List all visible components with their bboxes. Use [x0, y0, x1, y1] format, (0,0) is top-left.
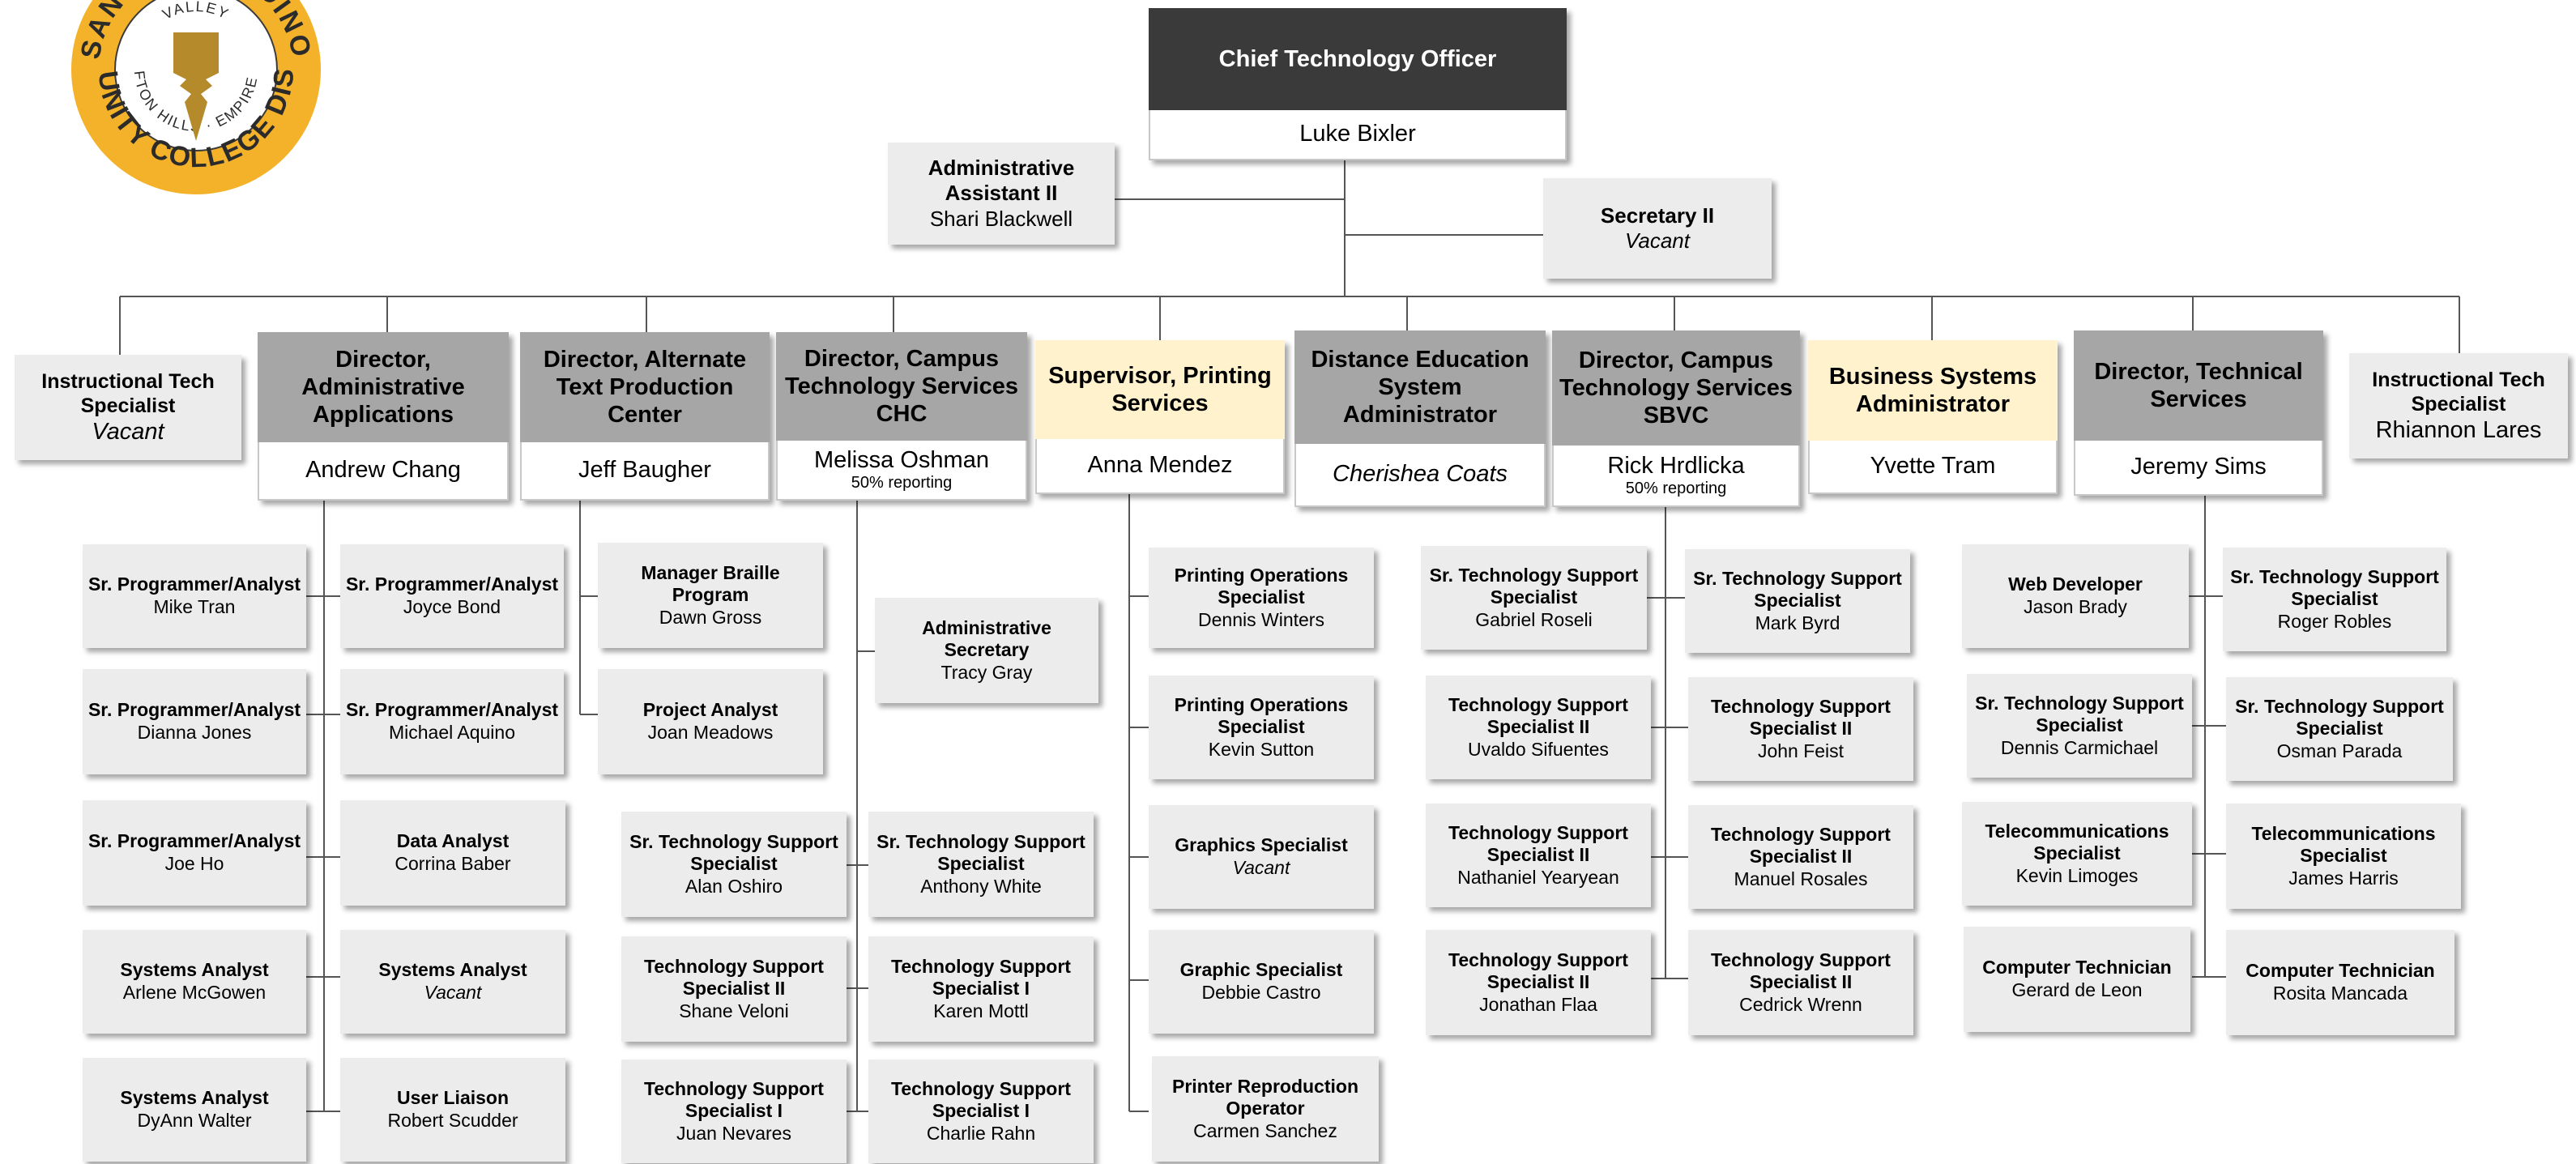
- head-admin-applications: Director, Administrative Applications An…: [258, 332, 509, 501]
- cto-title: Chief Technology Officer: [1149, 8, 1567, 110]
- head-campus-tech-sbvc: Director, Campus Technology Services SBV…: [1552, 330, 1800, 507]
- head-printing-services: Supervisor, Printing Services Anna Mende…: [1035, 340, 1285, 494]
- cto-name: Luke Bixler: [1149, 110, 1567, 160]
- head-technical-services: Director, Technical Services Jeremy Sims: [2074, 330, 2323, 496]
- secretary-box: Secretary II Vacant: [1543, 178, 1772, 279]
- instructional-tech-left-box: Instructional Tech Specialist Vacant: [15, 355, 241, 460]
- arrowhead-emblem-icon: [173, 32, 219, 141]
- district-seal-logo: COMMUNITY COLLEGE DISTRICT SAN BERNARDIN…: [70, 0, 321, 194]
- admin-assistant-box: Administrative Assistant II Shari Blackw…: [888, 143, 1115, 245]
- instructional-tech-right-box: Instructional Tech Specialist Rhiannon L…: [2349, 353, 2568, 458]
- head-alt-text-center: Director, Alternate Text Production Cent…: [520, 332, 770, 501]
- head-distance-education: Distance Education System Administrator …: [1294, 330, 1546, 507]
- cto-box: Chief Technology Officer Luke Bixler: [1149, 8, 1567, 160]
- head-campus-tech-chc: Director, Campus Technology Services CHC…: [776, 332, 1027, 501]
- head-business-systems: Business Systems Administrator Yvette Tr…: [1808, 340, 2058, 494]
